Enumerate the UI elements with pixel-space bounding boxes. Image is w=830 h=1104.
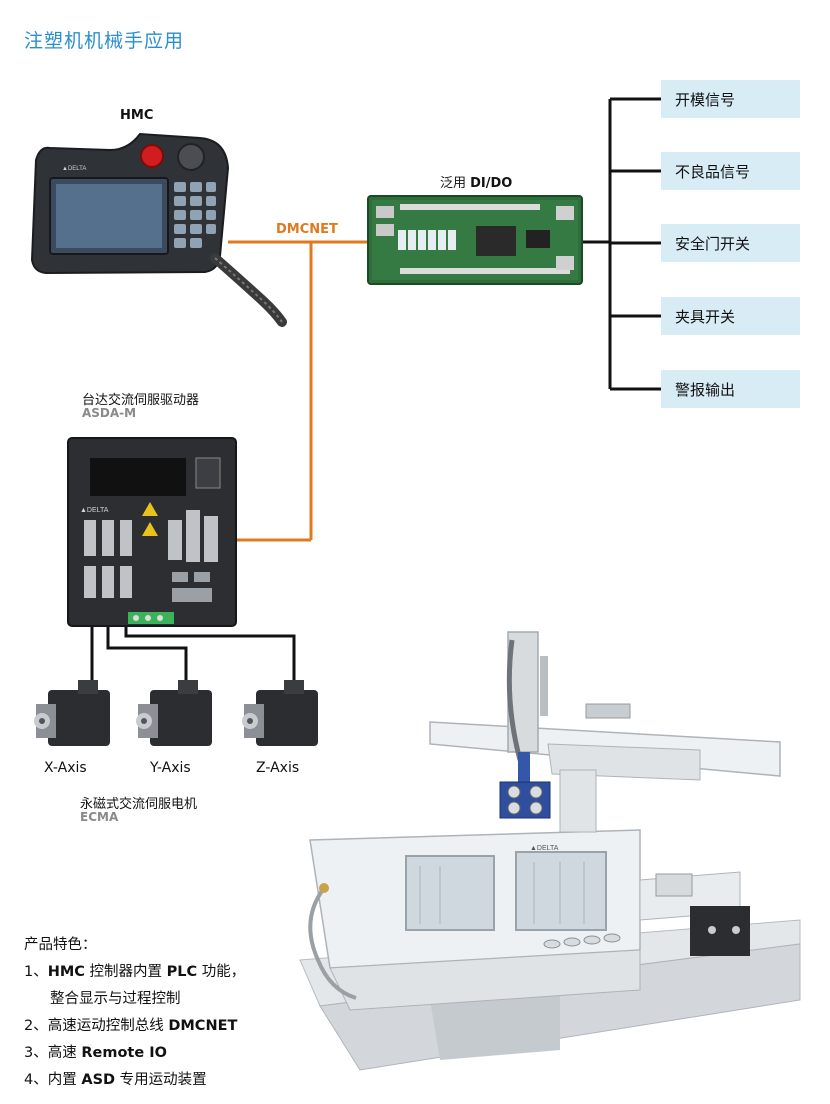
axis-y-label: Y-Axis bbox=[150, 760, 191, 776]
hmc-label: HMC bbox=[120, 108, 154, 123]
feature-text: 功能， bbox=[197, 964, 246, 980]
svg-text:▲DELTA: ▲DELTA bbox=[80, 507, 109, 514]
features-list: 产品特色： 1、HMC 控制器内置 PLC 功能， 整合显示与过程控制 2、高速… bbox=[24, 932, 245, 1094]
svg-text:▲DELTA: ▲DELTA bbox=[62, 166, 86, 172]
feature-bold: DMCNET bbox=[168, 1018, 238, 1034]
motor-z bbox=[242, 680, 318, 746]
feature-bold: PLC bbox=[166, 964, 198, 980]
page-title: 注塑机机械手应用 bbox=[24, 30, 185, 52]
motor-model: ECMA bbox=[80, 810, 119, 824]
dido-label-bold: DI/DO bbox=[470, 176, 513, 191]
motor-x bbox=[34, 680, 110, 746]
feature-bold: ASD bbox=[81, 1072, 116, 1088]
dido-board bbox=[367, 195, 583, 285]
motor-y bbox=[136, 680, 212, 746]
feature-num: 1、 bbox=[24, 964, 48, 980]
features-heading: 产品特色： bbox=[24, 937, 97, 953]
signal-fixture: 夹具开关 bbox=[661, 297, 800, 335]
hmc-device: ▲DELTA bbox=[30, 132, 287, 327]
feature-item-2: 2、高速运动控制总线 DMCNET bbox=[24, 1013, 245, 1040]
dido-label-prefix: 泛用 bbox=[440, 176, 471, 191]
feature-num: 3、 bbox=[24, 1045, 48, 1061]
axis-z-label: Z-Axis bbox=[256, 760, 300, 776]
feature-num: 2、 bbox=[24, 1018, 48, 1034]
feature-bold: HMC bbox=[47, 964, 85, 980]
dmcnet-label: DMCNET bbox=[276, 222, 338, 237]
feature-text: 高速运动控制总线 bbox=[47, 1018, 169, 1034]
feature-text: 控制器内置 bbox=[84, 964, 167, 980]
dido-label: 泛用 DI/DO bbox=[440, 172, 512, 191]
drive-model: ASDA-M bbox=[82, 406, 137, 420]
feature-item-1: 1、HMC 控制器内置 PLC 功能， bbox=[24, 959, 245, 986]
molding-machine: ▲DELTA bbox=[299, 631, 801, 1071]
signal-mold-open: 开模信号 bbox=[661, 80, 800, 118]
feature-item-3: 3、高速 Remote IO bbox=[24, 1040, 245, 1067]
signal-safety-door: 安全门开关 bbox=[661, 224, 800, 262]
feature-text: 专用运动装置 bbox=[115, 1072, 207, 1088]
feature-num: 4、 bbox=[24, 1072, 48, 1088]
motor-name: 永磁式交流伺服电机 bbox=[80, 797, 198, 812]
feature-item-1-line2: 整合显示与过程控制 bbox=[50, 991, 181, 1007]
dmcnet-lines bbox=[228, 240, 372, 542]
axis-x-label: X-Axis bbox=[44, 760, 87, 776]
servo-motors bbox=[34, 680, 318, 746]
asda-m-drive: ▲DELTA bbox=[67, 437, 237, 627]
feature-text: 内置 bbox=[47, 1072, 82, 1088]
feature-bold: Remote IO bbox=[81, 1045, 167, 1061]
feature-text: 高速 bbox=[47, 1045, 82, 1061]
svg-text:▲DELTA: ▲DELTA bbox=[530, 845, 559, 852]
signal-alarm: 警报输出 bbox=[661, 370, 800, 408]
drive-name: 台达交流伺服驱动器 bbox=[82, 393, 200, 408]
signal-defect: 不良品信号 bbox=[661, 152, 800, 190]
feature-item-4: 4、内置 ASD 专用运动装置 bbox=[24, 1067, 245, 1094]
signal-bus bbox=[582, 97, 661, 391]
